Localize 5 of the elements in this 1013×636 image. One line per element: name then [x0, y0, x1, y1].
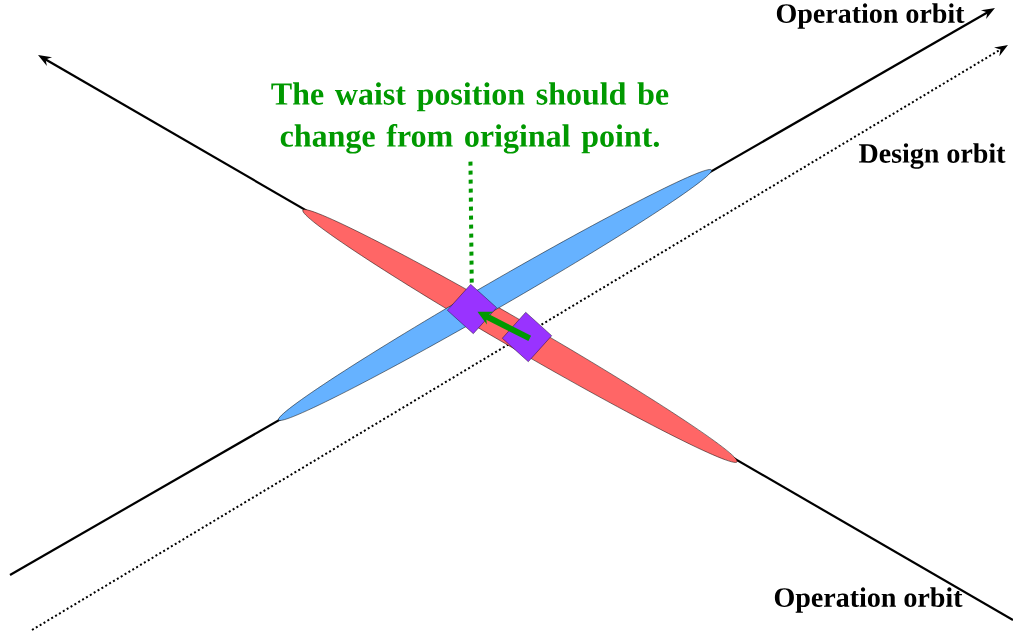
orbit-label: Design orbit	[859, 143, 1006, 169]
leader-line	[468, 161, 474, 285]
orbit-label: Operation orbit	[774, 587, 963, 613]
orbit-label: Operation orbit	[776, 3, 965, 29]
annotation-text: The waist position should be change from original point.	[271, 82, 669, 154]
